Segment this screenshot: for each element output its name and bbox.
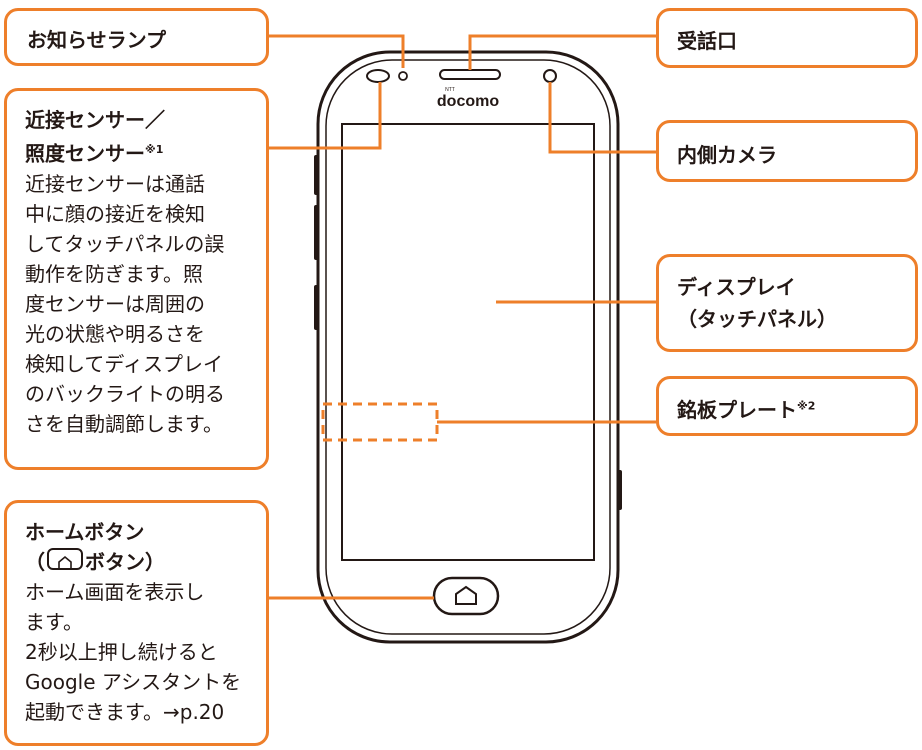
nameplate-note: ※2	[797, 399, 816, 413]
brand-logo: docomo	[437, 93, 499, 110]
callout-proximity-sensor: 近接センサー／ 照度センサー※1 近接センサーは通話 中に顔の接近を検知 してタ…	[4, 88, 269, 470]
proximity-title-1: 近接センサー／	[25, 108, 165, 132]
phone-bezel	[325, 59, 611, 635]
receiver-label: 受話口	[677, 29, 737, 53]
leader-proximity	[268, 82, 382, 150]
proximity-desc-3: してタッチパネルの誤	[25, 231, 225, 256]
leader-front-camera	[548, 82, 658, 154]
proximity-desc-6: 光の状態や明るさを	[25, 321, 205, 346]
side-button-1	[314, 155, 319, 195]
proximity-sensor	[366, 69, 390, 83]
proximity-note: ※1	[145, 143, 164, 156]
notification-lamp	[398, 71, 408, 81]
home-desc-1: ホーム画面を表示し	[25, 580, 205, 604]
leader-notification-lamp	[268, 34, 405, 68]
home-desc-2: ます。	[25, 610, 83, 634]
brand-small: NTT	[445, 87, 455, 93]
proximity-desc-2: 中に顔の接近を検知	[25, 201, 205, 226]
leader-receiver	[468, 34, 658, 70]
callout-display: ディスプレイ （タッチパネル）	[656, 254, 918, 352]
callout-home-button: ホームボタン （ ボタン） ホーム画面を表示し ます。 2秒以上押し続けると Go…	[4, 500, 269, 746]
proximity-desc-7: 検知してディスプレイ	[25, 351, 223, 376]
proximity-desc-1: 近接センサーは通話	[25, 171, 205, 196]
proximity-desc-8: のバックライトの明る	[25, 381, 225, 406]
callout-front-camera: 内側カメラ	[656, 120, 918, 182]
side-button-2	[314, 205, 319, 260]
home-desc-5: 起動できます。→p.20	[25, 700, 225, 724]
home-desc-3: 2秒以上押し続けると	[25, 640, 218, 664]
front-camera	[543, 69, 557, 83]
home-sub-label: ボタン）	[85, 550, 165, 574]
front-camera-label: 内側カメラ	[677, 143, 777, 167]
callout-nameplate: 銘板プレート※2	[656, 376, 918, 436]
notification-lamp-label: お知らせランプ	[27, 28, 166, 52]
home-desc-4: Google アシスタントを	[25, 670, 242, 694]
home-sub-open: （	[25, 550, 45, 574]
side-button-4	[617, 470, 622, 510]
display-label-2: （タッチパネル）	[677, 307, 837, 331]
proximity-title-2: 照度センサー	[25, 141, 145, 166]
nameplate-label: 銘板プレート	[677, 398, 797, 422]
proximity-desc-4: 動作を防ぎます。照	[25, 261, 203, 286]
receiver-slot	[439, 69, 501, 80]
display-label-1: ディスプレイ	[677, 275, 796, 299]
home-key-icon	[47, 548, 83, 570]
callout-notification-lamp: お知らせランプ	[4, 8, 269, 66]
proximity-desc-9: さを自動調節します。	[25, 411, 223, 436]
home-button	[432, 576, 500, 616]
display-screen	[341, 123, 595, 561]
side-button-3	[314, 285, 319, 330]
proximity-desc-5: 度センサーは周囲の	[25, 291, 205, 316]
callout-receiver: 受話口	[656, 8, 918, 68]
home-title: ホームボタン	[25, 520, 145, 544]
home-icon	[455, 585, 477, 605]
